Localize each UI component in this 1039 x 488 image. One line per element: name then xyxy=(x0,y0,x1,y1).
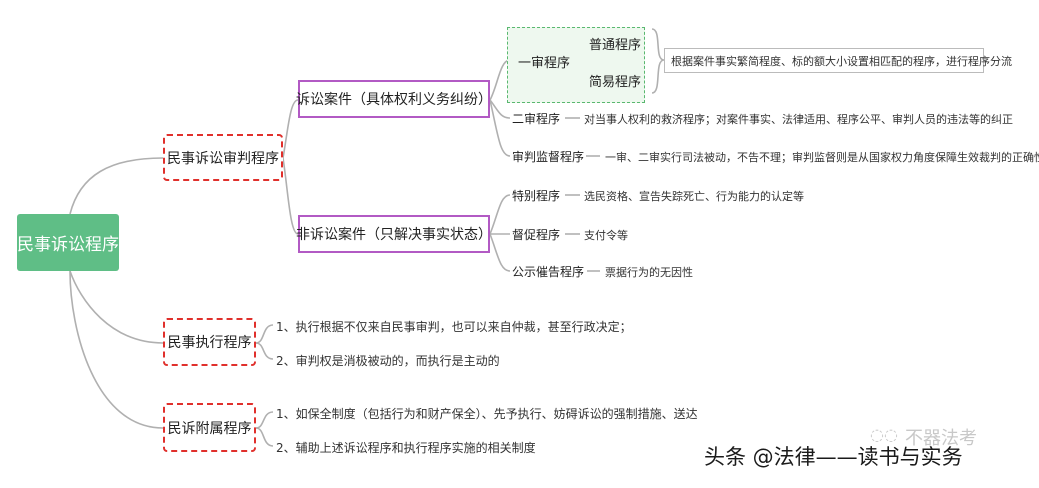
ordinary-procedure-label[interactable]: 普通程序 xyxy=(589,38,642,53)
ancillary-item-2: 2、辅助上述诉讼程序和执行程序实施的相关制度 xyxy=(276,441,536,455)
second-instance-label[interactable]: 二审程序 xyxy=(512,112,561,126)
branch-trial-procedure[interactable]: 民事诉讼审判程序 xyxy=(163,134,283,181)
root-node[interactable]: 民事诉讼程序 xyxy=(17,214,119,271)
ancillary-item-1: 1、如保全制度（包括行为和财产保全）、先予执行、妨碍诉讼的强制措施、送达 xyxy=(276,407,698,421)
urge-procedure-label[interactable]: 督促程序 xyxy=(512,228,561,242)
trial-supervision-label[interactable]: 审判监督程序 xyxy=(512,150,585,164)
trial-supervision-desc: 一审、二审实行司法被动，不告不理；审判监督则是从国家权力角度保障生效裁判的正确性 xyxy=(605,151,1039,164)
urge-procedure-desc: 支付令等 xyxy=(584,229,628,242)
special-procedure-label[interactable]: 特别程序 xyxy=(512,189,561,203)
public-notice-procedure-label[interactable]: 公示催告程序 xyxy=(512,265,585,279)
wechat-icon: ◌◌ xyxy=(870,425,898,444)
source-watermark: 头条 @法律——读书与实务 xyxy=(704,445,963,469)
first-instance-group xyxy=(507,27,645,103)
branch-execution-procedure[interactable]: 民事执行程序 xyxy=(163,318,256,366)
execution-item-1: 1、执行根据不仅来自民事审判，也可以来自仲裁，甚至行政决定； xyxy=(276,320,632,334)
summary-procedure-label[interactable]: 简易程序 xyxy=(589,75,642,90)
branch-ancillary-procedure[interactable]: 民诉附属程序 xyxy=(163,403,256,452)
first-instance-label[interactable]: 一审程序 xyxy=(518,56,571,71)
program-diversion-note: 根据案件事实繁简程度、标的额大小设置相匹配的程序，进行程序分流 xyxy=(664,48,1012,73)
special-procedure-desc: 选民资格、宣告失踪死亡、行为能力的认定等 xyxy=(584,190,804,203)
non-litigation-case-node[interactable]: 非诉讼案件（只解决事实状态） xyxy=(296,215,492,253)
litigation-case-node[interactable]: 诉讼案件（具体权利义务纠纷） xyxy=(296,80,492,118)
execution-item-2: 2、审判权是消极被动的，而执行是主动的 xyxy=(276,354,500,368)
faint-watermark: 不器法考 xyxy=(905,428,977,449)
second-instance-desc: 对当事人权利的救济程序；对案件事实、法律适用、程序公平、审判人员的违法等的纠正 xyxy=(584,113,1013,126)
public-notice-procedure-desc: 票据行为的无因性 xyxy=(605,266,693,279)
